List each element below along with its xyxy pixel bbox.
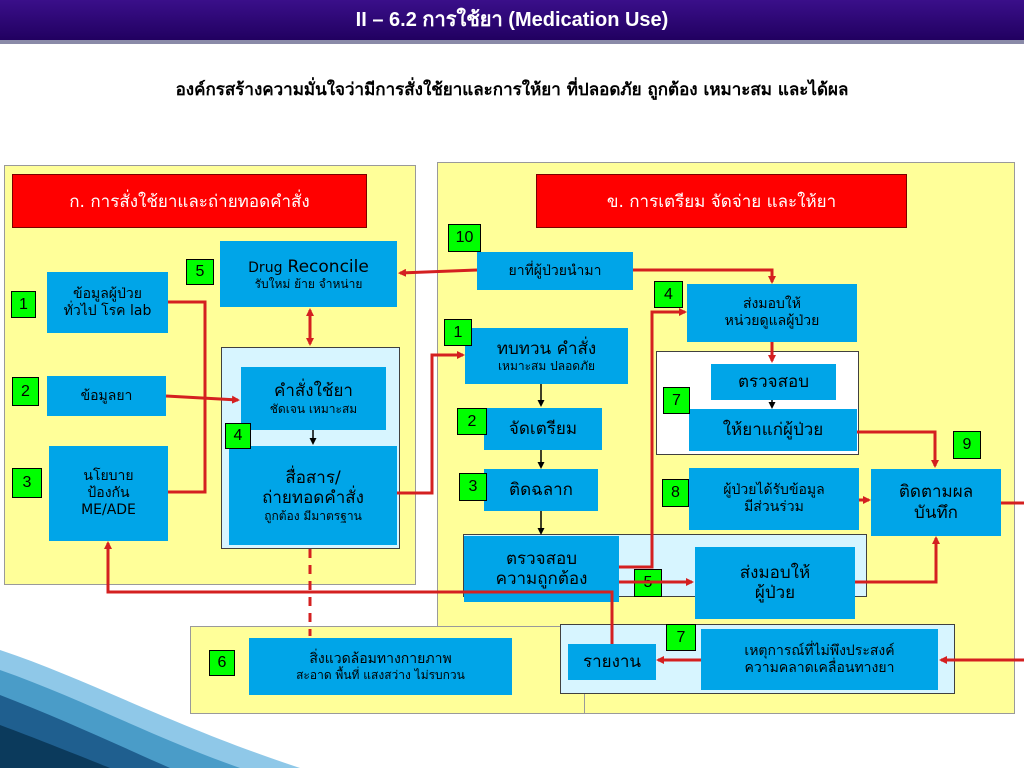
badge-deliver-to-patient: 5 xyxy=(634,569,662,597)
badge-deliver-to-unit: 4 xyxy=(654,281,683,308)
environment-box: สิ่งแวดล้อมทางกายภาพ สะอาด พื้นที่ แสงสว… xyxy=(249,638,512,695)
check-box: ตรวจสอบ xyxy=(711,364,836,400)
patient-engagement-box: ผู้ป่วยได้รับข้อมูล มีส่วนร่วม xyxy=(689,468,859,530)
review-order-title: ทบทวน คำสั่ง xyxy=(496,338,597,359)
drug-reconcile-box: Drug Reconcile รับใหม่ ย้าย จำหน่าย xyxy=(220,241,397,307)
administer-label: ให้ยาแก่ผู้ป่วย xyxy=(722,419,824,440)
medication-order-detail: ชัดเจน เหมาะสม xyxy=(269,401,358,416)
monitor-record-line1: ติดตามผล xyxy=(898,482,974,503)
medication-order-box: คำสั่งใช้ยา ชัดเจน เหมาะสม xyxy=(241,367,386,430)
badge-prepare: 2 xyxy=(457,408,487,435)
deliver-to-patient-line2: ผู้ป่วย xyxy=(754,583,796,603)
medication-order-title: คำสั่งใช้ยา xyxy=(274,381,353,402)
adverse-event-line1: เหตุการณ์ที่ไม่พึงประสงค์ xyxy=(744,642,895,659)
home-medications-box: ยาที่ผู้ป่วยนำมา xyxy=(477,252,633,290)
monitor-record-line2: บันทึก xyxy=(914,502,958,523)
badge-adverse-event: 7 xyxy=(666,624,696,651)
badge-patient-info: 1 xyxy=(11,291,36,318)
drug-info-box: ข้อมูลยา xyxy=(47,376,166,416)
patient-engagement-line2: มีส่วนร่วม xyxy=(744,499,804,515)
deliver-to-patient-box: ส่งมอบให้ ผู้ป่วย xyxy=(695,547,855,619)
drug-info-label: ข้อมูลยา xyxy=(80,387,133,404)
home-medications-label: ยาที่ผู้ป่วยนำมา xyxy=(508,262,602,279)
badge-policy: 3 xyxy=(12,468,42,498)
transmit-order-line2: ถ่ายทอดคำสั่ง xyxy=(262,488,364,509)
patient-engagement-line1: ผู้ป่วยได้รับข้อมูล xyxy=(723,482,825,499)
verify-accuracy-line2: ความถูกต้อง xyxy=(495,569,588,589)
deliver-to-patient-line1: ส่งมอบให้ xyxy=(739,562,811,583)
monitor-record-box: ติดตามผล บันทึก xyxy=(871,469,1001,536)
adverse-event-line2: ความคลาดเคลื่อนทางยา xyxy=(744,659,895,676)
drug-reconcile-word1: Drug xyxy=(248,259,283,276)
badge-patient-engagement: 8 xyxy=(662,479,689,507)
verify-accuracy-line1: ตรวจสอบ xyxy=(505,548,578,569)
section-b-header: ข. การเตรียม จัดจ่าย และให้ยา xyxy=(536,174,907,228)
badge-monitor: 9 xyxy=(953,431,981,459)
badge-reconcile: 5 xyxy=(186,259,214,285)
prepare-box: จัดเตรียม xyxy=(484,408,602,450)
drug-reconcile-title: Drug Reconcile xyxy=(248,257,369,277)
badge-labeling: 3 xyxy=(459,473,487,501)
badge-transmit: 4 xyxy=(225,423,251,449)
drug-reconcile-word2: Reconcile xyxy=(287,256,369,277)
report-label: รายงาน xyxy=(582,651,642,672)
prepare-label: จัดเตรียม xyxy=(508,418,578,439)
policy-line2: ป้องกัน xyxy=(87,485,130,502)
deliver-to-unit-box: ส่งมอบให้ หน่วยดูแลผู้ป่วย xyxy=(687,284,857,342)
adverse-event-box: เหตุการณ์ที่ไม่พึงประสงค์ ความคลาดเคลื่อ… xyxy=(701,629,938,690)
report-box: รายงาน xyxy=(568,644,656,680)
verify-accuracy-box: ตรวจสอบ ความถูกต้อง xyxy=(464,536,619,602)
patient-info-title: ข้อมูลผู้ป่วย xyxy=(73,285,142,302)
patient-info-detail: ทั่วไป โรค lab xyxy=(63,302,152,319)
labeling-label: ติดฉลาก xyxy=(509,479,573,500)
check-label: ตรวจสอบ xyxy=(737,371,810,392)
administer-box: ให้ยาแก่ผู้ป่วย xyxy=(689,409,857,451)
environment-detail: สะอาด พื้นที่ แสงสว่าง ไม่รบกวน xyxy=(296,667,465,682)
badge-drug-info: 2 xyxy=(12,377,39,406)
drug-reconcile-detail: รับใหม่ ย้าย จำหน่าย xyxy=(254,277,363,291)
policy-line1: นโยบาย xyxy=(83,468,134,485)
review-order-detail: เหมาะสม ปลอดภัย xyxy=(497,359,596,373)
badge-review-order: 1 xyxy=(444,319,472,346)
patient-info-box: ข้อมูลผู้ป่วย ทั่วไป โรค lab xyxy=(47,272,168,333)
decorative-waves xyxy=(0,650,300,768)
badge-environment: 6 xyxy=(209,650,235,676)
review-order-box: ทบทวน คำสั่ง เหมาะสม ปลอดภัย xyxy=(465,328,628,384)
slide-subtitle: องค์กรสร้างความมั่นใจว่ามีการสั่งใช้ยาแล… xyxy=(175,80,849,100)
transmit-order-line1: สื่อสาร/ xyxy=(285,467,341,488)
badge-home-medications: 10 xyxy=(448,224,481,252)
slide-title: II – 6.2 การใช้ยา (Medication Use) xyxy=(0,0,1024,44)
labeling-box: ติดฉลาก xyxy=(484,469,598,511)
deliver-to-unit-line2: หน่วยดูแลผู้ป่วย xyxy=(724,313,820,329)
transmit-order-detail: ถูกต้อง มีมาตรฐาน xyxy=(264,508,362,523)
environment-title: สิ่งแวดล้อมทางกายภาพ xyxy=(309,650,452,667)
transmit-order-box: สื่อสาร/ ถ่ายทอดคำสั่ง ถูกต้อง มีมาตรฐาน xyxy=(229,446,397,545)
deliver-to-unit-line1: ส่งมอบให้ xyxy=(743,296,801,313)
section-a-header: ก. การสั่งใช้ยาและถ่ายทอดคำสั่ง xyxy=(12,174,367,228)
policy-box: นโยบาย ป้องกัน ME/ADE xyxy=(49,446,168,541)
policy-line3: ME/ADE xyxy=(81,501,136,518)
badge-check: 7 xyxy=(663,387,690,414)
